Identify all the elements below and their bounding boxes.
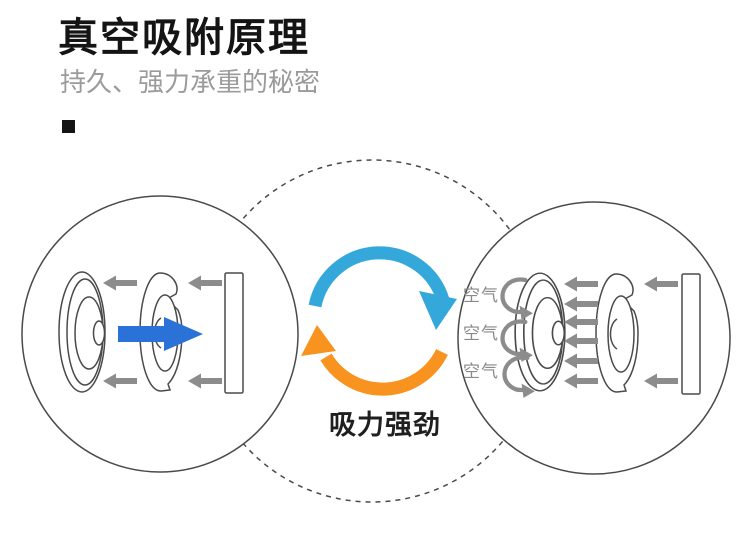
cycle-arrows	[301, 246, 457, 396]
right-suction-cup	[514, 272, 566, 392]
bullet-square-icon	[62, 120, 75, 133]
page-title: 真空吸附原理	[58, 16, 310, 60]
left-wall-panel	[224, 272, 244, 394]
cycle-arrow-blue	[308, 246, 450, 308]
air-label: 空气	[463, 362, 499, 381]
left-suction-cup	[58, 271, 106, 393]
right-lock-disc	[595, 273, 639, 393]
right-wall-panel	[681, 273, 701, 395]
header: 真空吸附原理 持久、强力承重的秘密	[58, 14, 320, 97]
cycle-arrow-orange-head-icon	[301, 325, 336, 356]
cycle-arrow-blue-head-icon	[419, 291, 457, 330]
air-label: 空气	[463, 324, 499, 343]
suction-caption: 吸力强劲	[329, 410, 441, 440]
page-subtitle: 持久、强力承重的秘密	[60, 67, 321, 97]
push-arrow-icon	[118, 317, 203, 351]
cycle-arrow-orange	[320, 348, 448, 396]
air-label: 空气	[463, 286, 499, 305]
